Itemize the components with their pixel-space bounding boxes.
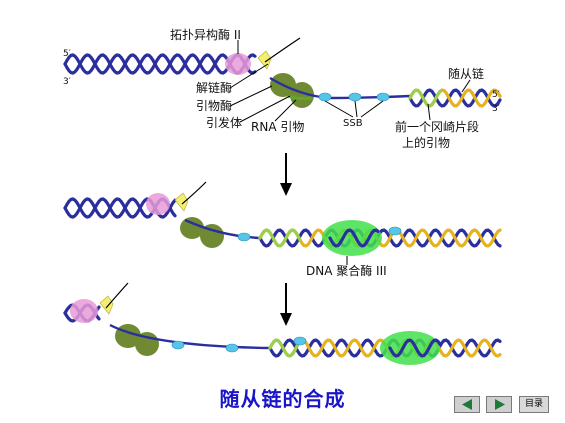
p1-ssb-leader-3 [360,100,384,118]
topoisomerase-label: 拓扑异构酶 II [170,28,241,42]
triangle-right-icon [495,399,505,410]
three-prime-label-right: 3′ [492,104,500,114]
p2-topoisomerase-blob [146,193,170,215]
p1-topoisomerase-blob [225,53,251,75]
ssb-label: SSB [343,118,363,129]
triangle-left-icon [462,399,472,410]
lagging-strand-label: 随从链 [448,67,485,81]
rna-primer-label: RNA 引物 [251,120,305,134]
p1-rna-primer-leader [274,99,297,122]
five-prime-label-right: 5′ [492,90,500,100]
p2-primosome-blob [200,224,224,248]
p3-helicase-shape [99,295,114,315]
primase-label: 引物酶 [196,99,233,113]
p1-helicase-leader [229,63,269,89]
p2-ssb-1 [237,232,251,242]
p2-leading-strand [181,181,207,205]
p1-primosome-leader [239,95,291,123]
p2-pol-strand [328,228,380,248]
p2-primase-blob [180,217,204,239]
p1-ssb-leader-1 [324,100,354,118]
caption-title: 随从链的合成 [219,387,346,411]
prev-slide-button[interactable] [454,396,480,413]
p3-pol-strand [388,338,442,358]
p1-lagging-duplex-strand-a [408,88,502,108]
p1-primase-leader [229,85,273,107]
p1-parental-helix-strand-a [63,53,257,75]
helicase-label: 解链酶 [196,81,233,95]
p1-ssb-2 [348,92,362,102]
p1-parental-helix-strand-b [63,53,257,75]
p3-topoisomerase-blob [70,299,98,323]
table-of-contents-button[interactable]: 目录 [519,396,549,413]
okazaki-primer-label-line2: 上的引物 [402,136,451,150]
p3-ssb-1 [171,340,185,350]
p3-lagging-template [109,323,271,350]
p1-rna-primer [287,94,313,101]
p1-leading-strand [264,37,301,63]
p1-ssb-3 [376,92,390,102]
p1-okazaki-primer [408,88,442,108]
p1-lagging-leader [461,79,471,93]
okazaki-primer-label-line1: 前一个冈崎片段 [395,120,480,134]
dna-polymerase-3-label: DNA 聚合酶 III [306,264,387,278]
arrow-1-head [280,183,292,196]
p2-lagging-template [184,218,261,240]
p1-ssb-1 [318,92,332,102]
five-prime-label-left: 5′ [63,49,71,59]
p3-ssb-2 [225,343,239,353]
p1-okazaki-leader [427,103,431,121]
p2-ssb-2 [388,226,402,236]
three-prime-label-left: 3′ [63,77,71,87]
p2-helicase-shape [174,192,189,212]
p1-primosome-blob [290,82,314,108]
primosome-label: 引发体 [206,116,243,130]
next-slide-button[interactable] [486,396,512,413]
p1-ssb-leader-2 [354,100,358,118]
p3-ssb-3 [293,336,307,346]
p3-new-primer [268,338,302,358]
p3-leading-strand [105,282,129,309]
arrow-2-head [280,313,292,326]
p2-new-primer [258,228,302,248]
